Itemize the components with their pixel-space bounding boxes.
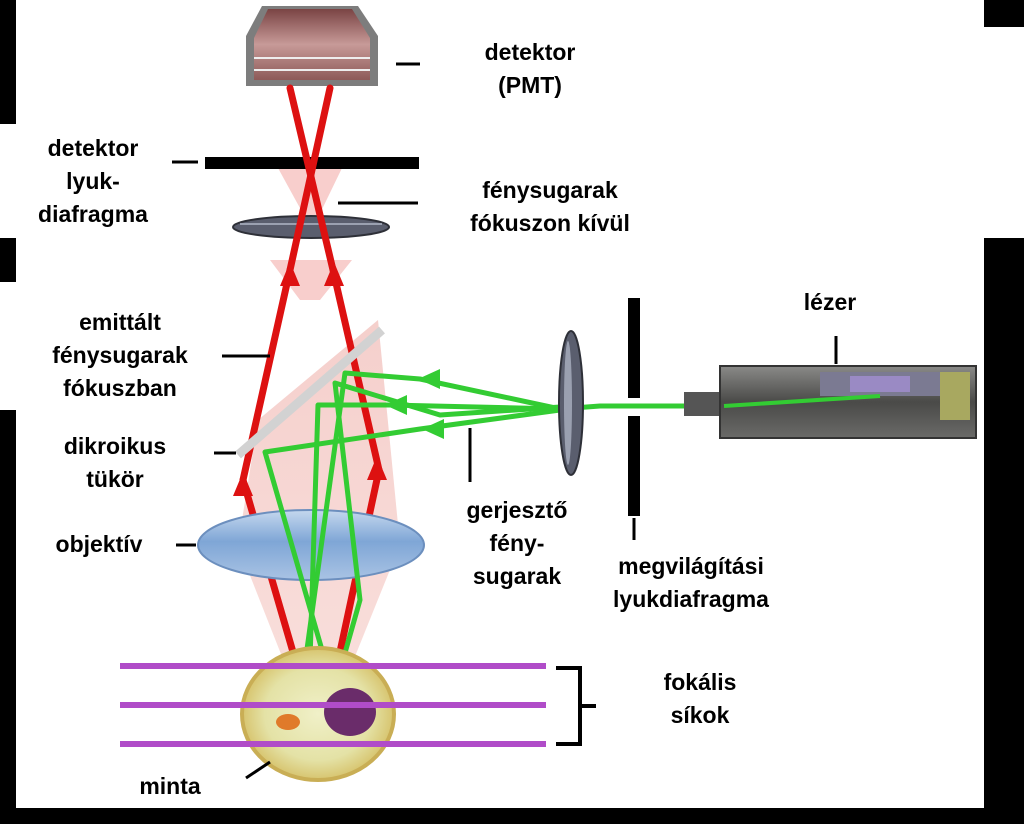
illumination-pinhole-upper — [628, 298, 640, 398]
label-detector-pmt: detektor(PMT) — [484, 39, 576, 98]
focal-planes-bracket — [556, 666, 596, 746]
illumination-pinhole-lower — [628, 416, 640, 516]
focal-planes — [120, 663, 546, 747]
label-objective: objektív — [55, 531, 143, 557]
dichroic-mirror — [235, 326, 385, 459]
emission-arrowheads — [233, 262, 387, 496]
label-sample: minta — [139, 773, 201, 799]
tube-lens — [232, 215, 390, 239]
excitation-arrowheads — [385, 369, 444, 439]
label-laser: lézer — [803, 289, 857, 315]
laser-source — [684, 365, 977, 439]
detector-pmt — [246, 6, 378, 86]
leader-lines — [172, 62, 838, 780]
